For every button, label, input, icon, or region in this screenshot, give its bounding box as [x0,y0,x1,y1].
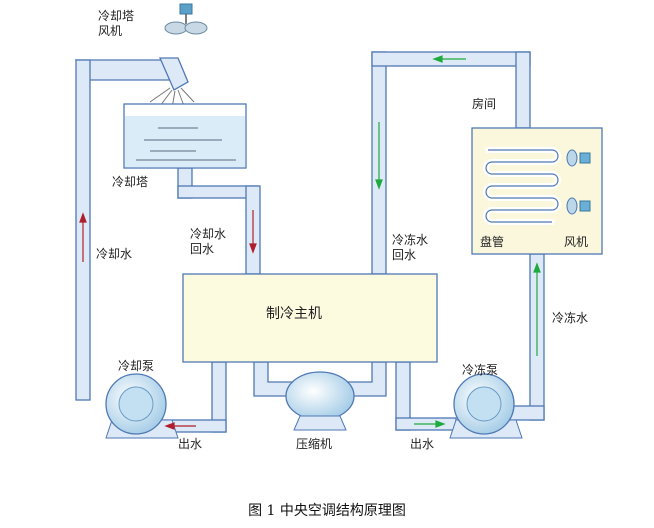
label-chilled-pump: 冷冻泵 [462,362,498,377]
cooling-loop-pipes [74,59,261,433]
label-chilled-water: 冷冻水 [552,310,588,325]
label-chilled-water-return-line1: 冷冻水 [392,232,428,247]
label-room: 房间 [472,96,496,111]
label-fan: 风机 [564,235,588,249]
cooling-pump-icon [105,373,179,439]
tower-water [125,116,245,167]
label-chilled-water-return-line2: 回水 [392,248,416,262]
label-cooling-water-return-line2: 回水 [190,242,214,256]
chilled-room-down-pipe [515,51,531,129]
red-flow-arrows [79,210,257,430]
label-cooling-tower: 冷却塔 [112,175,148,189]
label-compressor: 压缩机 [296,436,332,451]
label-outlet-right: 出水 [410,437,434,451]
label-cooling-pump: 冷却泵 [118,359,154,373]
label-chiller: 制冷主机 [266,306,322,322]
compressor-icon [285,371,355,431]
spray-lines [149,87,195,109]
room-box [471,127,603,255]
label-cooling-tower-fan-line2: 风机 [98,24,122,38]
room-fan-icon-top [566,149,591,167]
figure-caption: 图 1 中央空调结构原理图 [248,503,406,519]
label-cooling-water: 冷却水 [96,247,132,261]
label-coil: 盘管 [480,234,504,249]
label-cooling-tower-fan-line1: 冷却塔 [98,9,134,23]
label-cooling-water-return-line1: 冷却水 [190,227,226,241]
chilled-pump-icon [449,373,523,439]
label-outlet-left: 出水 [178,437,202,451]
green-flow-arrows [375,55,541,428]
cooling-tower-fan-icon [164,3,208,35]
cooling-tower [123,103,247,169]
room-fan-icon-bottom [566,197,591,215]
spray-nozzle [159,57,189,91]
chiller-unit [182,273,438,363]
